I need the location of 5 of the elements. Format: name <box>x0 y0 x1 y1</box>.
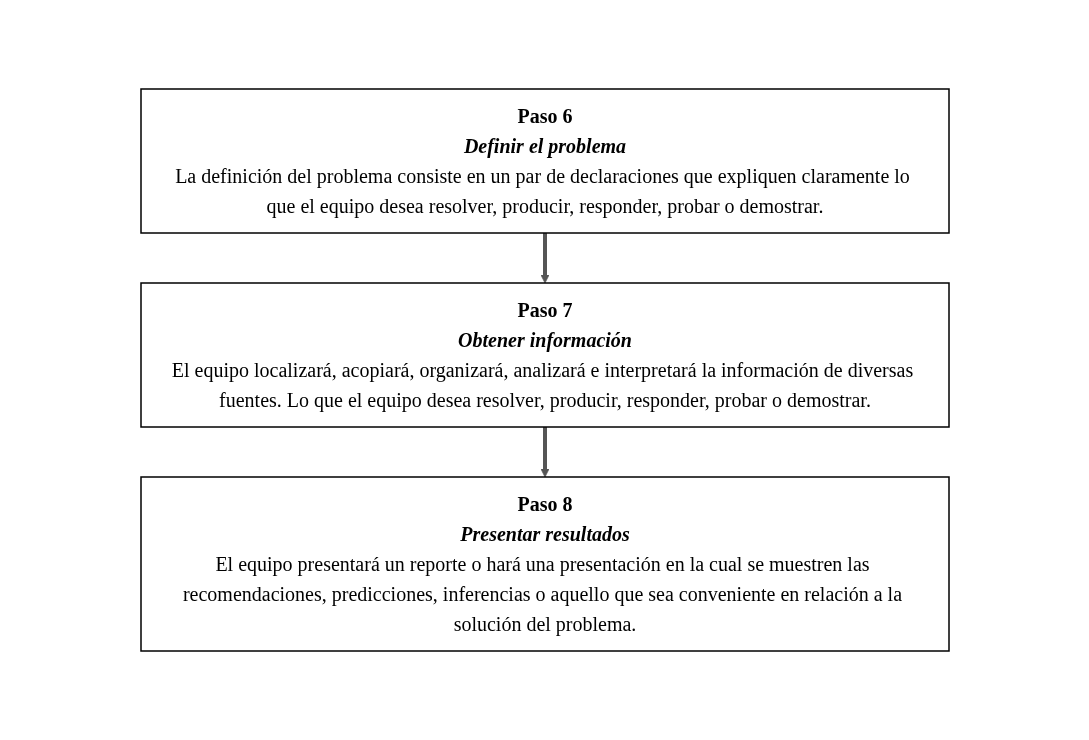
node-box: Paso 6 Definir el problema La definición del problema consiste en un par de declaraciones que expliquen claramente lo que el equipo desea resolver, producir, responder, probar o demostrar. <box>139 88 950 234</box>
arrow <box>540 233 549 284</box>
node-box: Paso 8 Presentar resultados El equipo presentará un reporte o hará una presentación en la cual se muestren las recomendaciones, predicciones, inferencias o aquello que sea conveniente en relación a la solución del problema. <box>139 476 950 652</box>
arrow <box>540 427 549 478</box>
node-box: Paso 7 Obtener información El equipo localizará, acopiará, organizará, analizará e interpretará la información de diversas fuentes. Lo que el equipo desea resolver, producir, responder, probar o demostrar. <box>139 282 950 428</box>
